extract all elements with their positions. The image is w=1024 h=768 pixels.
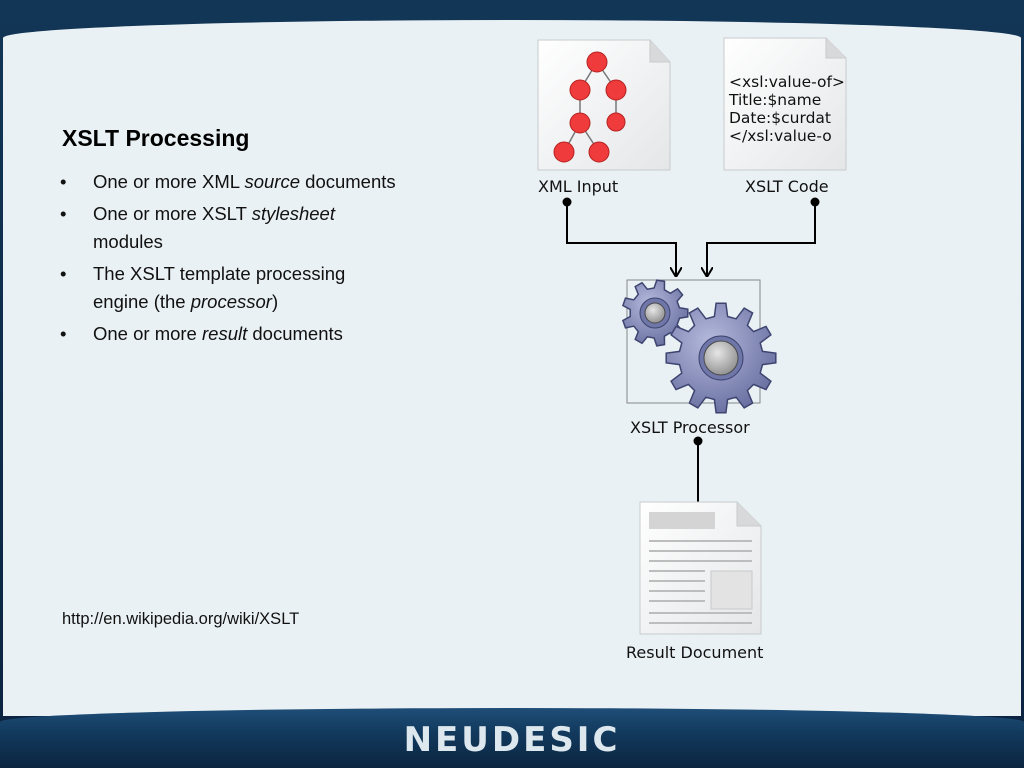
source-link[interactable]: http://en.wikipedia.org/wiki/XSLT	[62, 610, 300, 628]
tree-node-icon	[605, 79, 627, 101]
xml-input-label: XML Input	[538, 177, 618, 196]
content-panel	[3, 20, 1021, 716]
slide-title: XSLT Processing	[62, 125, 250, 151]
large-gear-icon	[665, 302, 777, 414]
footer-bar	[0, 708, 1024, 768]
bullet-text: One or more XSLT	[93, 203, 252, 224]
bullet-emphasis: stylesheet	[251, 203, 335, 224]
xml-input-document-icon	[537, 39, 671, 171]
bullet-text: The XSLT template processing engine (the	[93, 263, 346, 312]
tree-node-icon	[586, 51, 608, 73]
tree-node-icon	[588, 141, 610, 163]
bullet-text: One or more	[93, 323, 202, 344]
result-document-icon	[639, 501, 762, 635]
bullet-text: documents	[247, 323, 343, 344]
bullet-emphasis: result	[202, 323, 248, 344]
bullet-item: One or more XML source documents	[60, 168, 400, 196]
bullet-text: )	[271, 291, 279, 312]
tree-node-icon	[553, 141, 575, 163]
small-gear-icon	[621, 279, 689, 347]
code-line: Title:$name	[728, 91, 821, 109]
xslt-code-label: XSLT Code	[745, 177, 829, 196]
bullet-emphasis: processor	[190, 291, 272, 312]
bullet-item: One or more result documents	[60, 320, 400, 348]
tree-node-icon	[569, 112, 591, 134]
xslt-code-document-icon: <xsl:value-of> Title:$name Date:$curdat …	[723, 37, 847, 171]
input-connector	[562, 197, 677, 277]
bullet-emphasis: source	[244, 171, 301, 192]
bullet-text: documents	[300, 171, 396, 192]
bullet-text: modules	[93, 231, 163, 252]
bullet-text: One or more XML	[93, 171, 245, 192]
bullet-list: One or more XML source documents One or …	[60, 168, 400, 352]
code-line: </xsl:value-o	[729, 127, 832, 145]
result-document-label: Result Document	[626, 643, 763, 662]
tree-node-icon	[606, 112, 626, 132]
bullet-item: One or more XSLT stylesheet modules	[60, 200, 400, 256]
neudesic-logo: NEUDESIC	[403, 720, 621, 760]
bullet-item: The XSLT template processing engine (the…	[60, 260, 400, 316]
code-line: Date:$curdat	[729, 109, 831, 127]
code-line: <xsl:value-of>	[729, 73, 845, 91]
code-connector	[707, 197, 820, 277]
tree-node-icon	[569, 79, 591, 101]
xslt-processor-label: XSLT Processor	[630, 418, 750, 437]
